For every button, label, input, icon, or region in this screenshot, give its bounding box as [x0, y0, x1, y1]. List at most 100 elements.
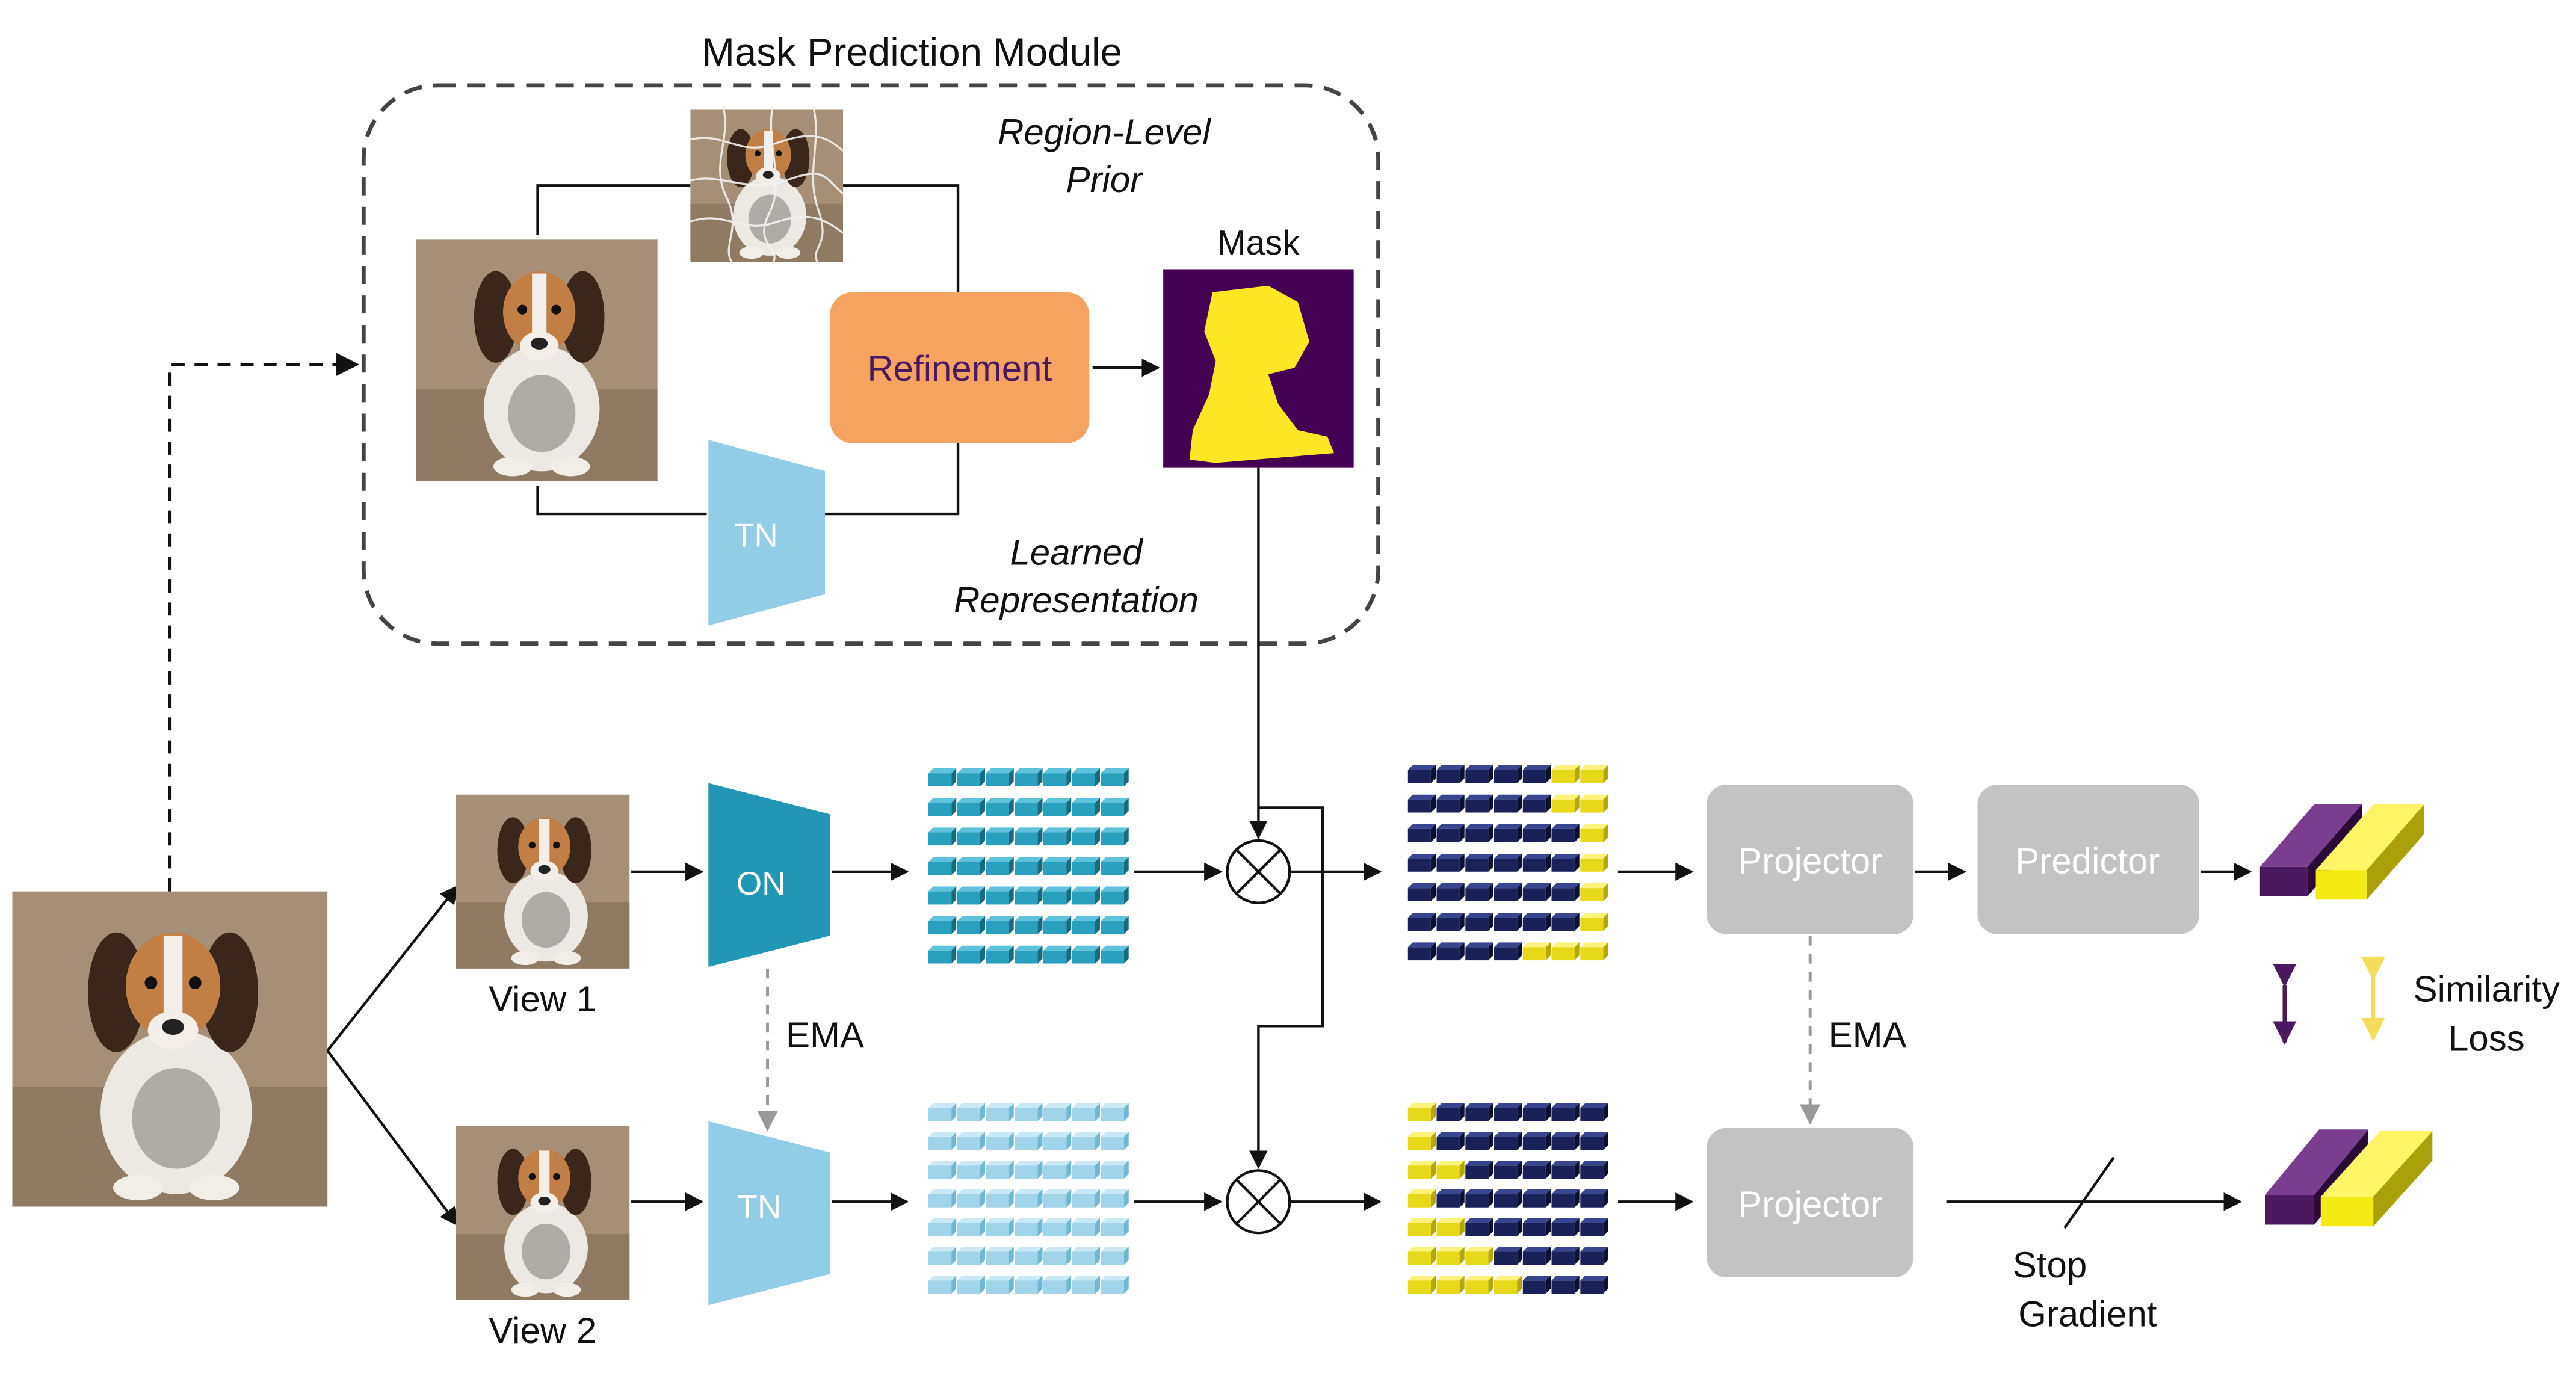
feature-cube	[1407, 1132, 1436, 1150]
feature-cube	[1407, 913, 1436, 931]
feature-cube	[1580, 1218, 1608, 1236]
region-level-prior-line2: Prior	[1066, 159, 1144, 200]
feature-cube	[1580, 853, 1608, 872]
feature-cube	[986, 1189, 1014, 1208]
feature-cube	[1522, 765, 1551, 783]
feature-cube	[1522, 1189, 1551, 1208]
feature-cube	[1465, 1103, 1493, 1121]
mask-image	[1163, 269, 1354, 468]
feature-cube	[1465, 1161, 1493, 1179]
feature-cube	[1551, 824, 1580, 842]
feature-cube	[1043, 798, 1072, 816]
feature-cube	[1493, 853, 1522, 872]
feature-cube	[1522, 1276, 1551, 1294]
target-masked-feature-grid	[1407, 1103, 1608, 1294]
input-to-module-dashed-arrow	[168, 353, 360, 892]
learned-representation-line1: Learned	[1010, 532, 1143, 573]
feature-cube	[1522, 853, 1551, 872]
input-to-view2-arrow	[326, 1049, 459, 1226]
stop-gradient-slash	[2063, 1156, 2115, 1229]
feature-cube	[1101, 886, 1129, 905]
feature-cube	[957, 945, 986, 964]
view2-image	[456, 1126, 630, 1301]
feature-cube	[1522, 1132, 1551, 1150]
feature-cube	[1043, 945, 1072, 964]
feature-cube	[986, 857, 1014, 875]
feature-cube	[1407, 1276, 1436, 1294]
feature-cube	[1015, 798, 1043, 816]
feature-cube	[1101, 945, 1129, 964]
feature-cube	[1436, 1132, 1465, 1150]
region-level-prior-line1: Region-Level	[998, 112, 1211, 152]
feature-cube	[1043, 1161, 1072, 1179]
feature-cube	[1101, 827, 1129, 846]
feature-cube	[1043, 886, 1072, 905]
refinement-block: Refinement	[830, 292, 1090, 443]
feature-cube	[1551, 1189, 1580, 1208]
feature-cube	[1465, 1189, 1493, 1208]
feature-cube	[1493, 1189, 1522, 1208]
feature-cube	[1043, 827, 1072, 846]
feature-cube	[1101, 857, 1129, 875]
feature-cube	[1436, 1247, 1465, 1265]
feature-cube	[1493, 883, 1522, 901]
feature-cube	[1101, 1276, 1129, 1294]
view2-label: View 2	[489, 1310, 596, 1351]
feature-cube	[1465, 824, 1493, 842]
projector-bottom-block: Projector	[1707, 1128, 1914, 1277]
feature-cube	[1015, 1189, 1043, 1208]
feature-cube	[1551, 794, 1580, 813]
feature-cube	[1580, 1276, 1608, 1294]
feature-cube	[957, 857, 986, 875]
feature-cube	[928, 886, 957, 905]
online-network: ON	[708, 783, 830, 967]
feature-cube	[1522, 1247, 1551, 1265]
feature-cube	[1043, 916, 1072, 934]
feature-cube	[1465, 942, 1493, 961]
feature-cube	[1043, 1218, 1072, 1236]
feature-cube	[957, 1276, 986, 1294]
feature-cube	[986, 798, 1014, 816]
feature-cube	[986, 886, 1014, 905]
feature-cube	[1465, 1247, 1493, 1265]
feature-cube	[1580, 794, 1608, 813]
feature-cube	[1101, 1132, 1129, 1150]
feature-cube	[1580, 942, 1608, 961]
feature-cube	[1436, 794, 1465, 813]
target-network: TN	[708, 1121, 830, 1306]
feature-cube	[1465, 913, 1493, 931]
feature-cube	[1465, 1276, 1493, 1294]
target-multiply-node	[1226, 1169, 1291, 1235]
feature-cube	[1015, 827, 1043, 846]
feature-cube	[1043, 1132, 1072, 1150]
refinement-label: Refinement	[867, 348, 1052, 389]
module-dog-image	[416, 239, 658, 481]
feature-cube	[1522, 824, 1551, 842]
feature-cube	[1436, 1189, 1465, 1208]
feature-cube	[1015, 768, 1043, 786]
feature-cube	[928, 857, 957, 875]
feature-cube	[1493, 1132, 1522, 1150]
feature-cube	[1493, 765, 1522, 783]
feature-cube	[928, 1132, 957, 1150]
feature-cube	[1493, 1218, 1522, 1236]
feature-cube	[1551, 765, 1580, 783]
feature-cube	[1493, 942, 1522, 961]
feature-cube	[1015, 1132, 1043, 1150]
feature-cube	[1436, 1161, 1465, 1179]
predictor-label: Predictor	[2015, 841, 2160, 881]
feature-cube	[1465, 765, 1493, 783]
feature-cube	[1580, 913, 1608, 931]
prior-to-refinement-line	[843, 184, 960, 292]
input-image	[12, 891, 328, 1207]
feature-cube	[1522, 913, 1551, 931]
feature-cube	[928, 916, 957, 934]
online-network-label: ON	[737, 865, 786, 902]
module-tn-network: TN	[708, 440, 826, 626]
feature-cube	[1580, 1103, 1608, 1121]
feature-cube	[1436, 1103, 1465, 1121]
similarity-loss-line2: Loss	[2448, 1018, 2525, 1058]
feature-cube	[1015, 857, 1043, 875]
feature-cube	[1101, 916, 1129, 934]
projector-top-block: Projector	[1707, 785, 1914, 934]
